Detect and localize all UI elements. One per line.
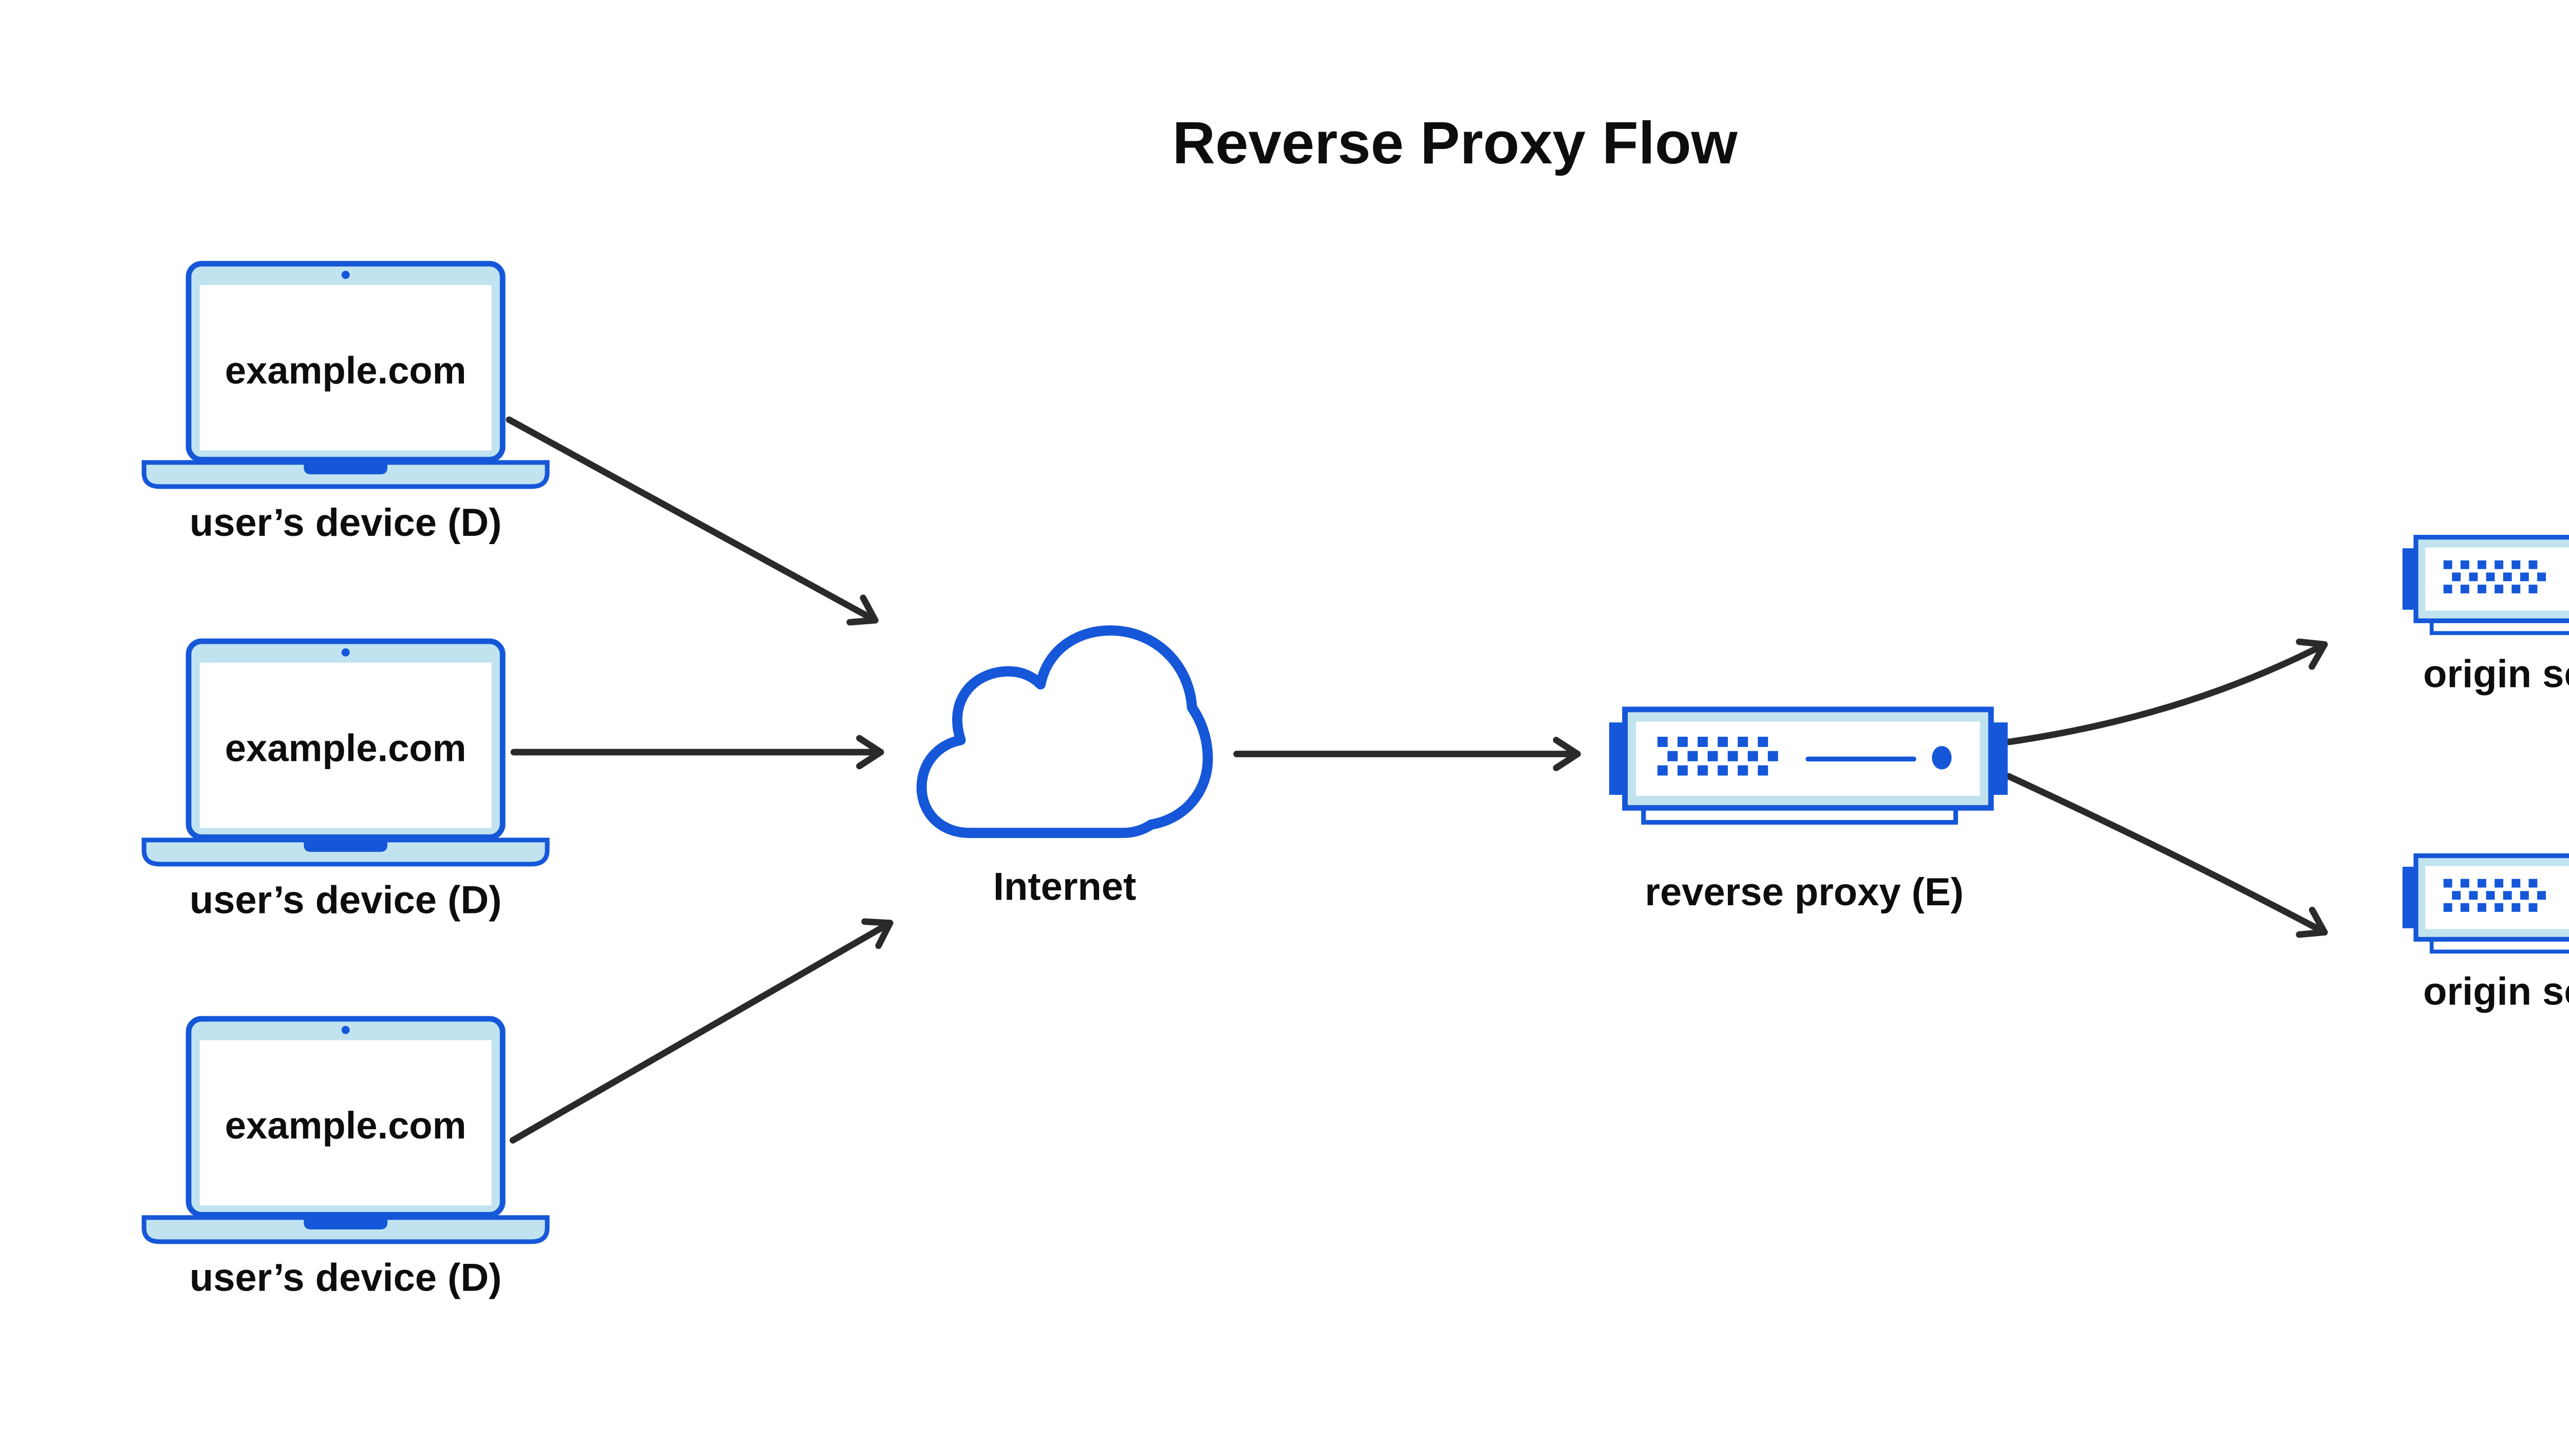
device-screen-text: example.com [225,1104,467,1147]
user-device-2: example.com user’s device (D) [144,641,547,922]
arrow-proxy-to-origin2 [2005,773,2328,938]
user-device-3: example.com user’s device (D) [144,1019,547,1300]
origin-server-label: origin server (F) [2423,970,2569,1014]
server-icon [2403,537,2569,633]
server-icon [1609,710,2008,823]
device-label: user’s device (D) [190,879,502,922]
device-screen-text: example.com [225,349,467,391]
reverse-proxy-label: reverse proxy (E) [1645,870,1963,914]
page-title: Reverse Proxy Flow [1172,109,1738,176]
arrow-device3-to-internet [509,918,893,1144]
internet-node: Internet [916,625,1213,908]
origin-server-1: origin server (F) [2403,537,2569,696]
arrow-proxy-to-origin1 [2005,638,2328,745]
arrow-device1-to-internet [506,416,879,626]
flow-arrows [506,416,2328,1144]
internet-label: Internet [993,865,1136,908]
device-screen-text: example.com [225,726,467,769]
cloud-icon [916,625,1213,838]
server-icon [2403,856,2569,952]
origin-server-2: origin server (F) [2403,856,2569,1014]
user-device-1: example.com user’s device (D) [144,264,547,545]
origin-server-label: origin server (F) [2423,652,2569,696]
reverse-proxy-node: reverse proxy (E) [1609,710,2008,914]
device-label: user’s device (D) [190,501,502,545]
device-label: user’s device (D) [190,1256,502,1300]
